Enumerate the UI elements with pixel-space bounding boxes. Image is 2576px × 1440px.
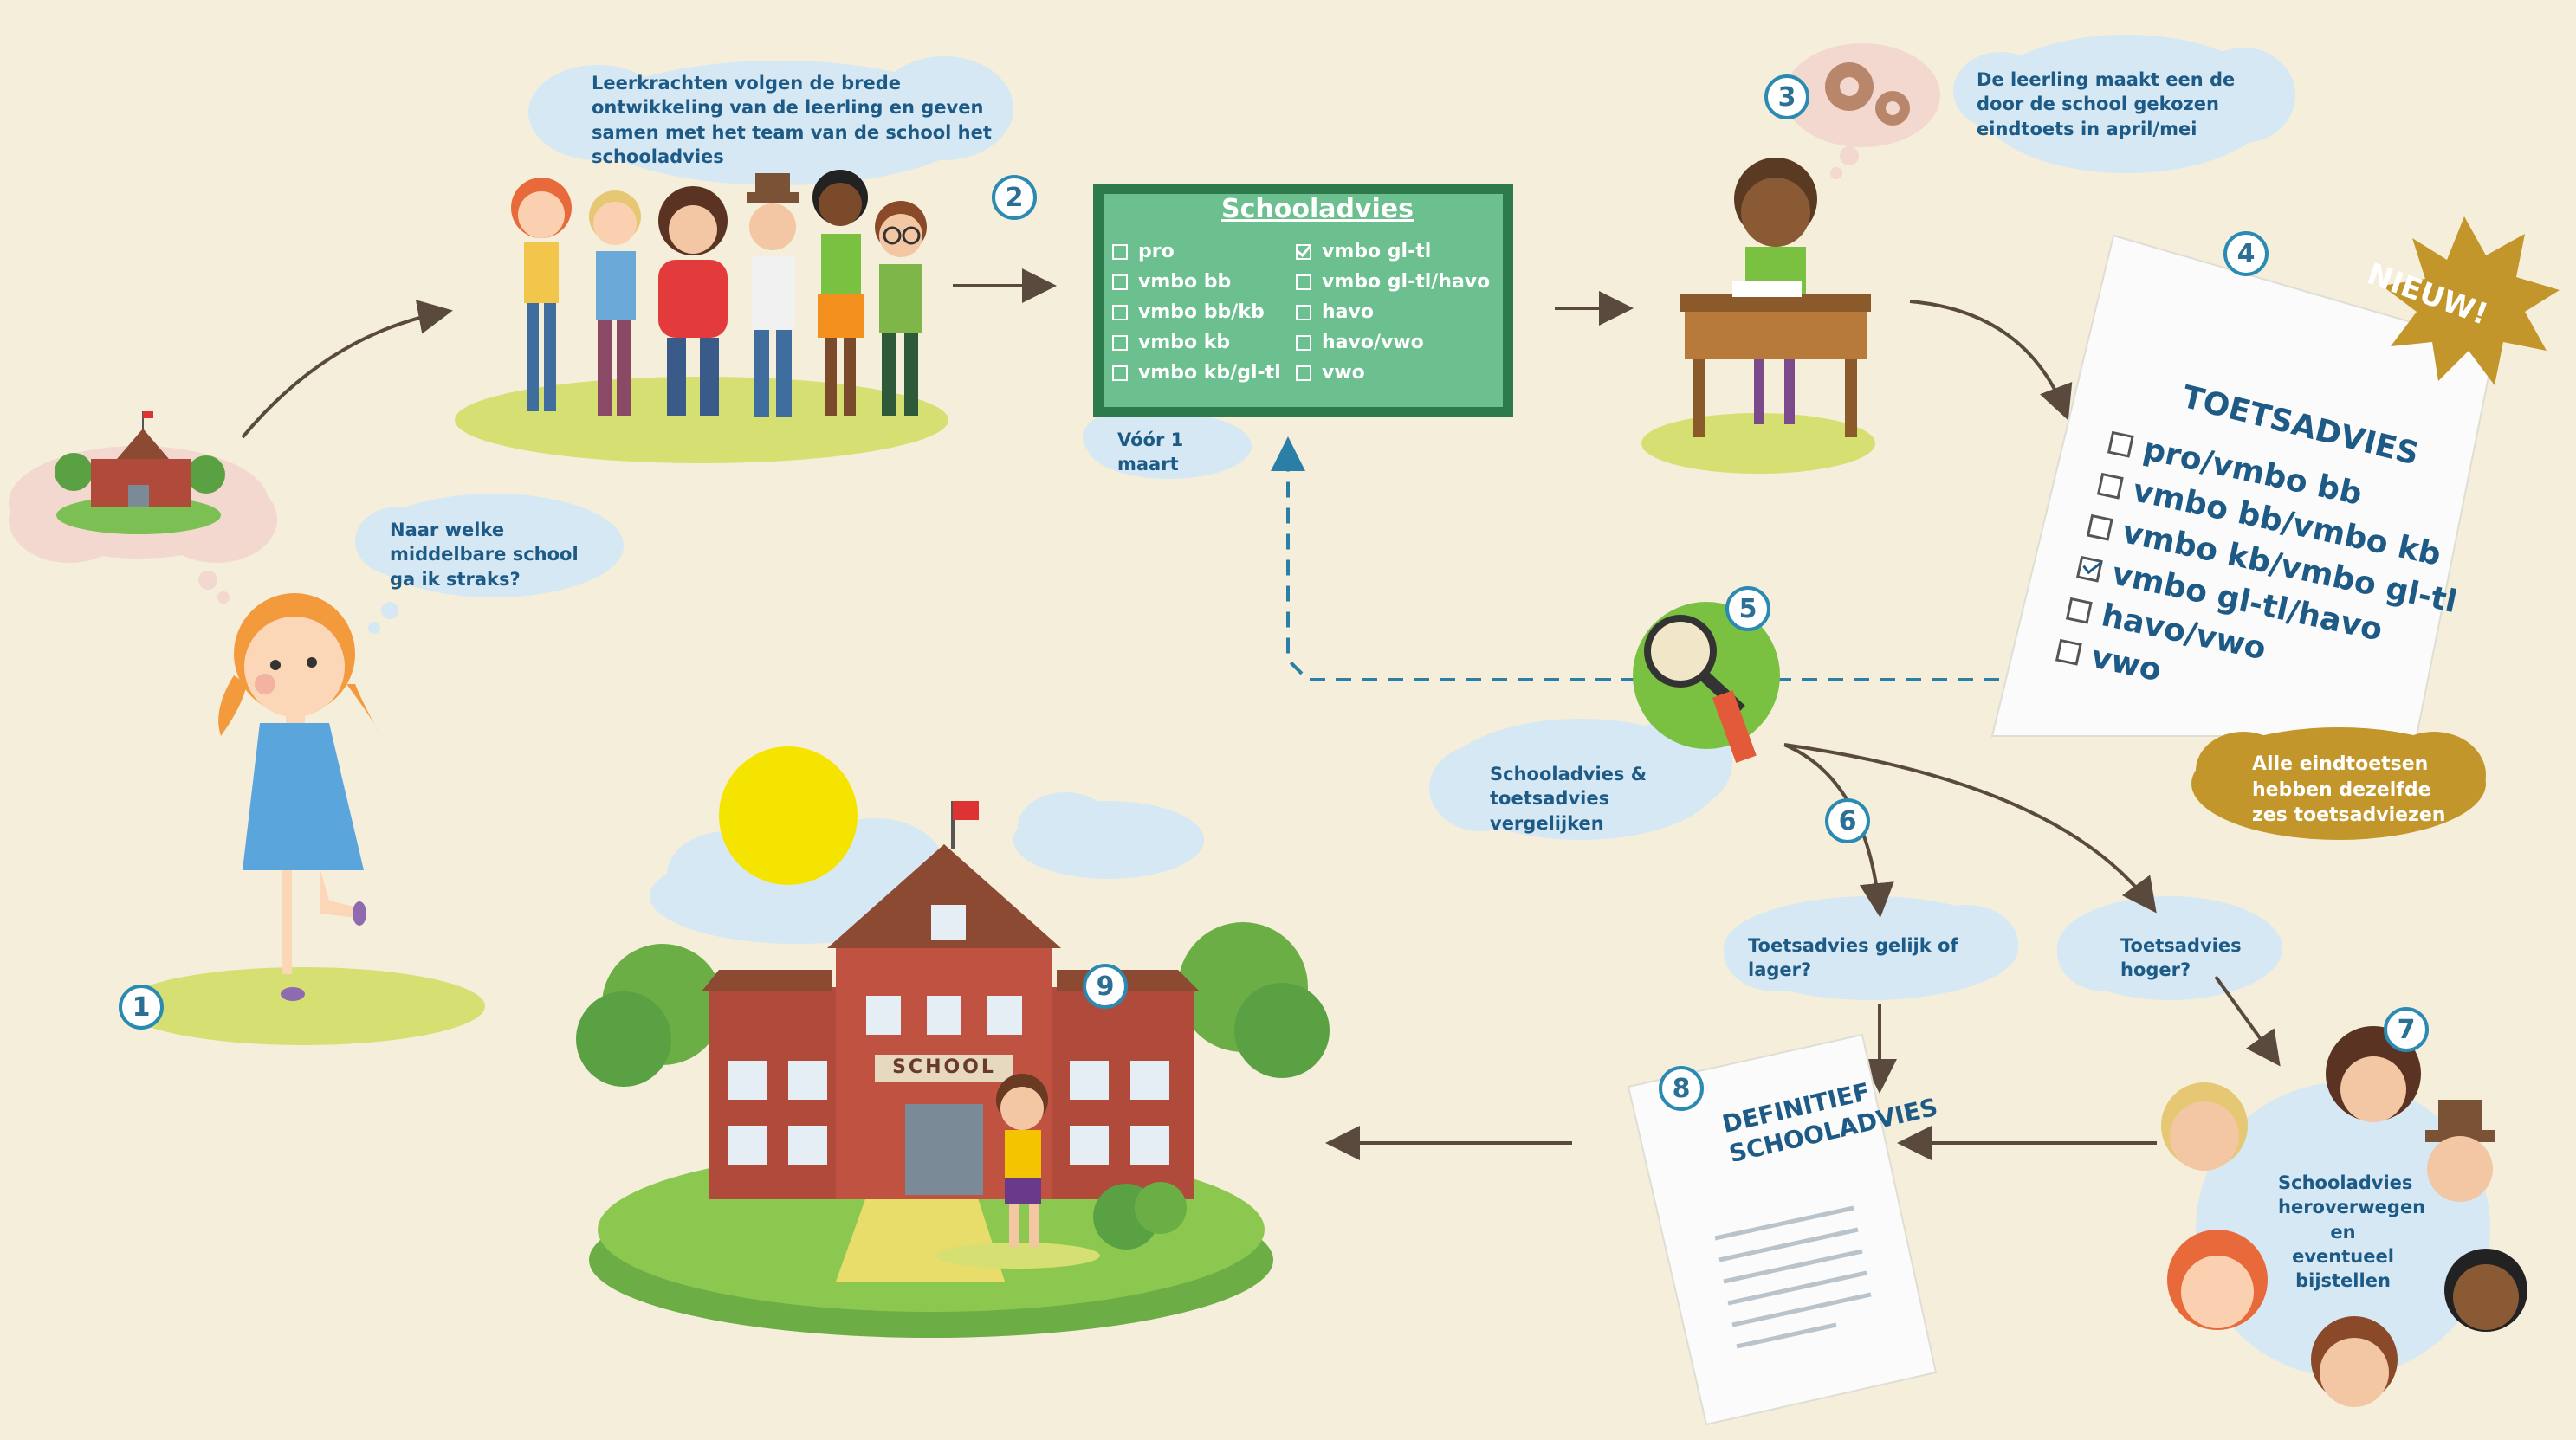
teacher-1 bbox=[511, 178, 572, 411]
teacher-6 bbox=[875, 201, 927, 416]
mini-school-illustration bbox=[55, 411, 225, 534]
branch-lower-text: Toetsadvies gelijk of lager? bbox=[1748, 935, 1958, 981]
checkbox-icon bbox=[1112, 304, 1128, 320]
board-option-label: vmbo bb/kb bbox=[1138, 301, 1265, 323]
board-option-left-3: vmbo kb bbox=[1112, 332, 1230, 353]
step2-text: Leerkrachten volgen de brede ontwikkelin… bbox=[592, 73, 992, 168]
checkbox-icon bbox=[2097, 472, 2124, 500]
checkbox-icon bbox=[2087, 513, 2113, 541]
cloud-gears bbox=[1784, 43, 1940, 179]
board-option-right-4: vwo bbox=[1296, 362, 1365, 384]
step-number-4: 4 bbox=[2223, 231, 2269, 276]
school-scene bbox=[576, 746, 1330, 1338]
teacher-3 bbox=[658, 186, 728, 416]
checkbox-icon bbox=[1296, 365, 1311, 381]
step3-text: De leerling maakt een de door de school … bbox=[1977, 69, 2236, 139]
board-option-right-3: havo/vwo bbox=[1296, 332, 1424, 353]
student-at-desk-illustration bbox=[1680, 158, 1871, 437]
teacher-2 bbox=[589, 190, 641, 416]
board-option-left-1: vmbo bb bbox=[1112, 271, 1231, 293]
school-sign: SCHOOL bbox=[892, 1056, 996, 1078]
arrow-1-to-2 bbox=[241, 300, 453, 439]
checkbox-icon bbox=[1296, 274, 1311, 290]
cloud-deadline bbox=[1083, 413, 1252, 479]
checkbox-icon bbox=[2076, 555, 2103, 583]
step-number-5: 5 bbox=[1725, 586, 1770, 631]
step-number-7: 7 bbox=[2384, 1007, 2429, 1052]
checkbox-icon bbox=[1296, 243, 1311, 260]
arrow-5-to-higher bbox=[1783, 743, 2157, 914]
step-number-3: 3 bbox=[1764, 74, 1809, 119]
board-option-left-2: vmbo bb/kb bbox=[1112, 301, 1265, 323]
gears-icon bbox=[1825, 62, 1910, 126]
step-number-2: 2 bbox=[992, 175, 1037, 220]
face-dark bbox=[2444, 1249, 2527, 1332]
board-option-label: havo bbox=[1322, 301, 1374, 323]
branch-higher-text: Toetsadvies hoger? bbox=[2120, 935, 2242, 981]
cloud-step2 bbox=[528, 56, 1013, 185]
board-option-right-1: vmbo gl-tl/havo bbox=[1296, 271, 1490, 293]
board-title: Schooladvies bbox=[1221, 194, 1414, 224]
board-option-label: vmbo kb/gl-tl bbox=[1138, 362, 1281, 384]
board-option-label: vmbo gl-tl/havo bbox=[1322, 271, 1491, 293]
board-option-label: vmbo gl-tl bbox=[1322, 241, 1432, 262]
dashed-arrow-to-board bbox=[1271, 436, 1637, 681]
face-redhead bbox=[2167, 1230, 2268, 1330]
checkbox-icon bbox=[2107, 430, 2134, 458]
sun bbox=[719, 746, 858, 885]
grass-patches bbox=[121, 377, 1875, 1045]
teachers-group-illustration bbox=[511, 170, 927, 417]
step5-text: Schooladvies & toetsadvies vergelijken bbox=[1490, 764, 1647, 834]
magnifier-icon bbox=[1633, 602, 1780, 764]
board-option-label: pro bbox=[1138, 241, 1175, 262]
boy-waving bbox=[996, 1074, 1048, 1247]
face-glasses bbox=[2311, 1316, 2398, 1407]
girl-illustration bbox=[218, 593, 381, 1001]
step-number-1: 1 bbox=[119, 985, 164, 1030]
definitief-paper bbox=[1627, 1033, 1938, 1426]
board-option-label: vwo bbox=[1322, 362, 1365, 384]
board-option-label: vmbo bb bbox=[1138, 271, 1232, 293]
checkbox-icon bbox=[1296, 334, 1311, 351]
board-option-right-2: havo bbox=[1296, 301, 1374, 323]
step-number-8: 8 bbox=[1659, 1066, 1704, 1111]
board-option-left-0: pro bbox=[1112, 241, 1175, 262]
toetsadvies-note: Alle eindtoetsen hebben dezelfde zes toe… bbox=[2252, 753, 2446, 827]
checkbox-icon bbox=[1112, 274, 1128, 290]
step-number-6: 6 bbox=[1825, 798, 1870, 843]
board-option-label: vmbo kb bbox=[1138, 332, 1231, 353]
checkbox-icon bbox=[1296, 304, 1311, 320]
checkbox-icon bbox=[1112, 334, 1128, 351]
cloud-branch-lower bbox=[1724, 896, 2018, 1000]
checkbox-icon bbox=[2055, 638, 2082, 666]
toetsadvies-note-cloud bbox=[2191, 727, 2486, 840]
board-option-left-4: vmbo kb/gl-tl bbox=[1112, 362, 1281, 384]
teacher-5 bbox=[812, 170, 868, 416]
cloud-step3 bbox=[1953, 35, 2295, 173]
cloud-step7 bbox=[2196, 1082, 2490, 1377]
face-boy-blond bbox=[2161, 1082, 2248, 1171]
arrow-higher-to-7 bbox=[2214, 975, 2281, 1067]
board-deadline: Vóór 1 maart bbox=[1117, 429, 1184, 475]
face-hat bbox=[2425, 1100, 2495, 1202]
board-option-right-0: vmbo gl-tl bbox=[1296, 241, 1431, 262]
cloud-branch-higher bbox=[2057, 896, 2282, 1000]
teacher-4 bbox=[747, 173, 799, 417]
checkbox-icon bbox=[1112, 243, 1128, 260]
board-option-label: havo/vwo bbox=[1322, 332, 1424, 353]
chalkboard bbox=[1093, 184, 1513, 417]
step7-text: Schooladvies heroverwegen en eventueel b… bbox=[2278, 1172, 2426, 1292]
cloud-step1 bbox=[355, 494, 624, 634]
checkbox-icon bbox=[1112, 365, 1128, 381]
arrow-3-to-4 bbox=[1909, 300, 2073, 421]
nieuw-badge bbox=[2382, 216, 2560, 385]
step1-thought-text: Naar welke middelbare school ga ik strak… bbox=[390, 520, 579, 590]
step-number-9: 9 bbox=[1083, 964, 1128, 1009]
checkbox-icon bbox=[2066, 597, 2093, 624]
